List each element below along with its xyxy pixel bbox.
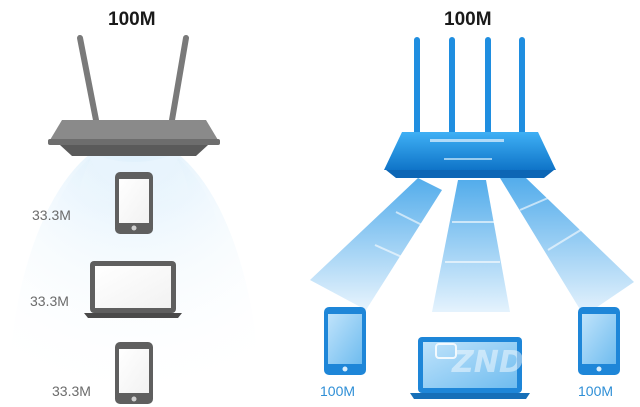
left-phone-2-speed: 33.3M: [52, 383, 91, 399]
right-laptop: [410, 337, 530, 399]
blue-router: [384, 37, 556, 178]
right-signal-beams: [310, 178, 634, 316]
left-phone-2: [115, 342, 153, 404]
right-phone-2-speed: 100M: [578, 383, 614, 399]
left-router-speed-title: 100M: [108, 9, 156, 30]
right-phone-2: [578, 307, 620, 375]
right-phone-1-speed: 100M: [320, 383, 356, 399]
svg-text:ZND: ZND: [451, 345, 524, 380]
right-phone-1: [324, 307, 366, 375]
left-laptop: [84, 261, 182, 318]
right-router-speed-title: 100M: [444, 9, 492, 30]
left-laptop-speed: 33.3M: [30, 293, 69, 309]
left-phone-1: [115, 172, 153, 234]
znd-watermark-logo: ZND: [435, 343, 524, 380]
left-phone-1-speed: 33.3M: [32, 207, 71, 223]
gray-router: [48, 35, 220, 156]
